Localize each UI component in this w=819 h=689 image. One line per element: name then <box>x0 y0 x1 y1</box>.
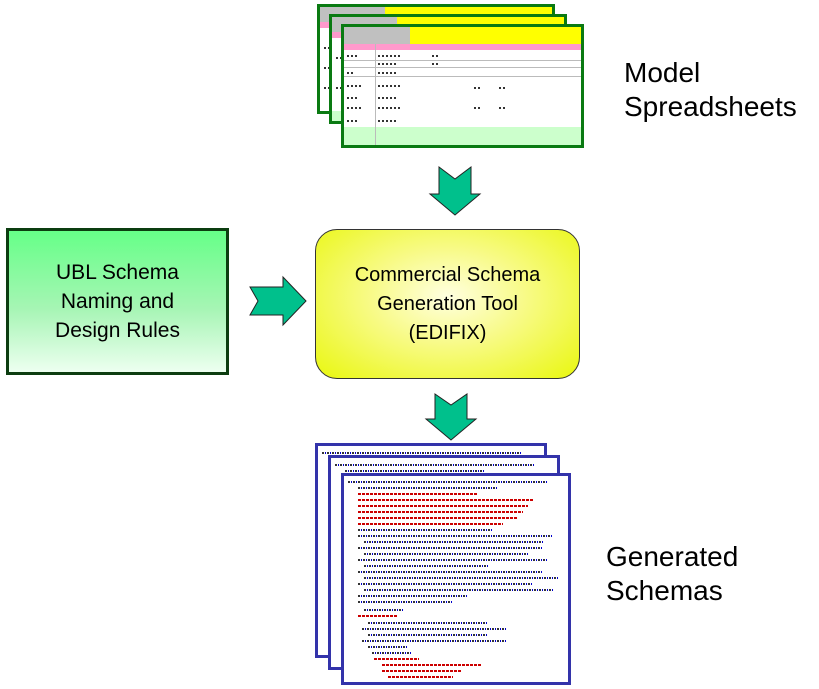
arrow-right-rules-to-tool <box>249 275 307 327</box>
model-spreadsheets-label: Model Spreadsheets <box>624 56 797 124</box>
schema-page-front <box>341 473 571 685</box>
model-spreadsheets-label-line2: Spreadsheets <box>624 91 797 122</box>
arrow-down-spreadsheets-to-tool <box>428 166 482 216</box>
ubl-naming-design-rules-box: UBL Schema Naming and Design Rules <box>6 228 229 375</box>
generated-schemas-label-line1: Generated <box>606 541 739 572</box>
generated-schemas-label: Generated Schemas <box>606 540 738 608</box>
generated-schemas-label-line2: Schemas <box>606 575 723 606</box>
spreadsheet-page-front <box>341 24 584 148</box>
arrow-down-tool-to-schemas <box>424 393 478 441</box>
tool-text: Commercial Schema Generation Tool (EDIFI… <box>354 263 541 344</box>
ubl-rules-text: UBL Schema Naming and Design Rules <box>55 261 180 342</box>
model-spreadsheets-label-line1: Model <box>624 57 701 88</box>
schema-generation-tool-box: Commercial Schema Generation Tool (EDIFI… <box>315 229 580 379</box>
